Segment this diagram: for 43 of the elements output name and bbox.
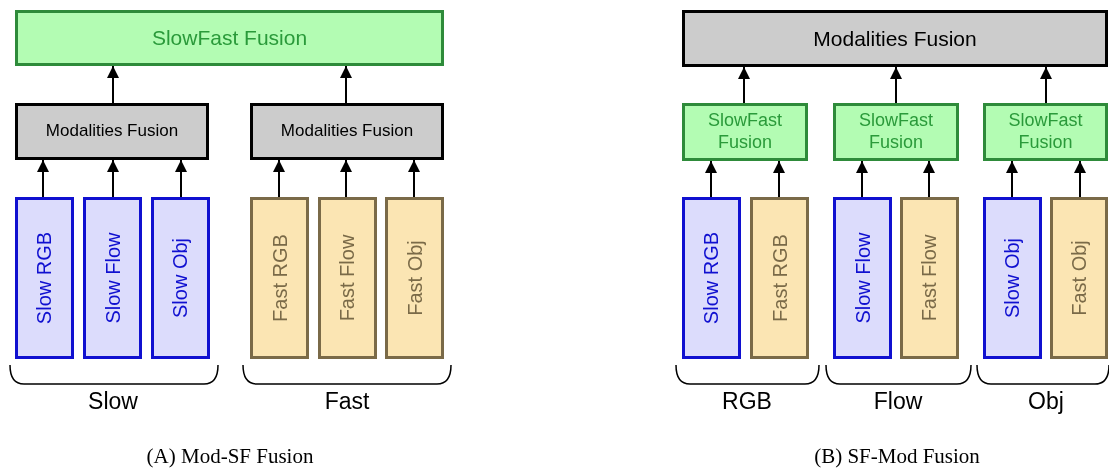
stream-box: Slow Obj bbox=[983, 197, 1042, 359]
fusion-box: SlowFast Fusion bbox=[983, 103, 1108, 161]
stream-box: Slow RGB bbox=[682, 197, 741, 359]
fusion-box: Modalities Fusion bbox=[15, 103, 209, 160]
arrow bbox=[175, 159, 187, 198]
arrow bbox=[107, 159, 119, 198]
arrow bbox=[340, 65, 352, 104]
fusion-box: SlowFast Fusion bbox=[833, 103, 959, 161]
arrow bbox=[1074, 160, 1086, 198]
arrow bbox=[738, 66, 750, 104]
stream-box: Slow Flow bbox=[833, 197, 892, 359]
caption: (B) SF-Mod Fusion bbox=[814, 444, 980, 469]
group-label: Slow bbox=[88, 388, 138, 415]
stream-box: Fast Flow bbox=[318, 197, 377, 359]
arrow bbox=[773, 160, 785, 198]
stream-box: Fast Obj bbox=[1050, 197, 1108, 359]
arrow bbox=[107, 65, 119, 104]
fusion-box: SlowFast Fusion bbox=[682, 103, 808, 161]
caption: (A) Mod-SF Fusion bbox=[146, 444, 314, 469]
stream-box: Slow RGB bbox=[15, 197, 74, 359]
group-label: RGB bbox=[722, 388, 772, 415]
arrow bbox=[923, 160, 935, 198]
arrow bbox=[705, 160, 717, 198]
stream-box: Fast Obj bbox=[385, 197, 444, 359]
fusion-box: Modalities Fusion bbox=[682, 10, 1108, 67]
arrow bbox=[1006, 160, 1018, 198]
stream-box: Slow Flow bbox=[83, 197, 142, 359]
arrow bbox=[408, 159, 420, 198]
arrow bbox=[856, 160, 868, 198]
arrow bbox=[273, 159, 285, 198]
stream-box: Slow Obj bbox=[151, 197, 210, 359]
stream-box: Fast RGB bbox=[750, 197, 809, 359]
arrow bbox=[37, 159, 49, 198]
arrow bbox=[1040, 66, 1052, 104]
group-label: Obj bbox=[1028, 388, 1064, 415]
arrow bbox=[890, 66, 902, 104]
group-label: Fast bbox=[324, 388, 370, 415]
stream-box: Fast RGB bbox=[250, 197, 309, 359]
stream-box: Fast Flow bbox=[900, 197, 959, 359]
fusion-box: SlowFast Fusion bbox=[15, 10, 444, 66]
arrow bbox=[340, 159, 352, 198]
fusion-box: Modalities Fusion bbox=[250, 103, 444, 160]
group-label: Flow bbox=[873, 388, 923, 415]
